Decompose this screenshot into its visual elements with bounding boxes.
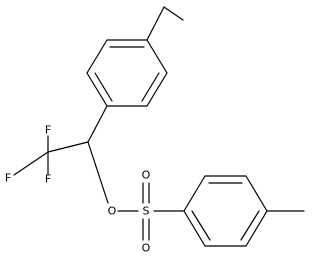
central-carbon-bonds [47, 105, 109, 204]
ethyl-group [146, 6, 184, 41]
ethyl-ring-bond [146, 6, 165, 41]
ring-to-ch-bond [87, 105, 108, 143]
ester-oxygen-label: O [108, 205, 117, 218]
sulfonyl-oxygen-bottom-label: O [142, 242, 151, 255]
ethylphenyl-ring [86, 39, 168, 107]
fluorine-top-label: F [45, 124, 51, 137]
ring-a-bond-2 [146, 72, 168, 107]
tolyl-ring [183, 175, 305, 247]
ch-to-oxygen-bond [87, 141, 109, 204]
ring-a-inner-double-3 [94, 72, 113, 102]
ethyl-terminal-bond [163, 6, 184, 21]
fluorine-left-label: F [5, 172, 11, 185]
ring-b-inner-double-2 [240, 210, 260, 241]
ring-a-bond-1 [146, 39, 168, 74]
cf-bond-left [13, 151, 49, 176]
ring-b-bond-4 [245, 210, 268, 247]
sulfonate-group: O S O O [108, 169, 185, 255]
trifluoromethyl-group: F F F [5, 124, 51, 186]
ring-b-bond-1 [183, 175, 206, 212]
ch-to-cf3-bond [47, 141, 89, 153]
ring-b-bond-6 [183, 210, 206, 247]
fluorine-bottom-label: F [45, 173, 51, 186]
chemical-structure: F F F O S O O [5, 6, 305, 255]
ring-b-inner-double-3 [191, 210, 211, 241]
ring-a-bond-4 [86, 72, 108, 107]
ring-a-inner-double-2 [141, 72, 160, 102]
ring-a-bond-5 [86, 39, 108, 74]
sulfonyl-oxygen-top-label: O [142, 169, 151, 182]
ring-b-bond-3 [245, 175, 268, 212]
sulfur-label: S [143, 205, 150, 218]
